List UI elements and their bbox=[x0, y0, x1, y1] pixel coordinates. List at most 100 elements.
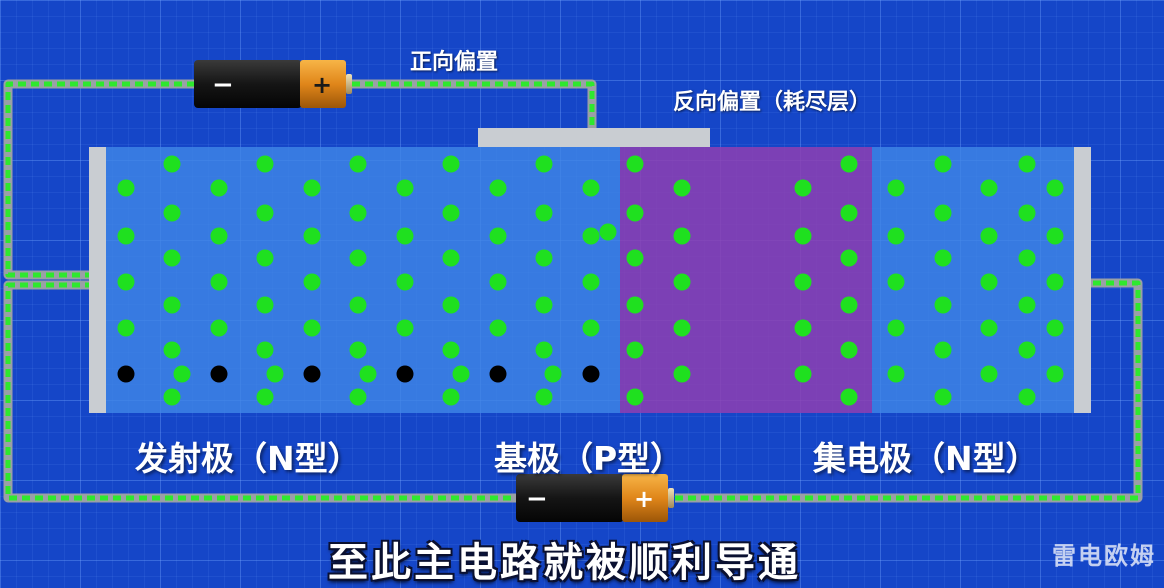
hole-dot bbox=[396, 365, 414, 383]
wire-top-loop-dash bbox=[5, 81, 595, 278]
electron-dot bbox=[1046, 227, 1064, 245]
electron-dot bbox=[887, 319, 905, 337]
electron-dot bbox=[489, 179, 507, 197]
electron-dot bbox=[442, 155, 460, 173]
circuit-wires bbox=[3, 79, 1143, 503]
electron-dot bbox=[173, 365, 191, 383]
electron-dot bbox=[1046, 273, 1064, 291]
electron-dot bbox=[303, 319, 321, 337]
electron-dot bbox=[1018, 155, 1036, 173]
electron-dot bbox=[256, 249, 274, 267]
electron-dot bbox=[673, 319, 691, 337]
electron-dot bbox=[442, 341, 460, 359]
electron-dot bbox=[210, 179, 228, 197]
electron-dot bbox=[396, 179, 414, 197]
electron-dot bbox=[256, 341, 274, 359]
electron-dot bbox=[794, 319, 812, 337]
electron-dot bbox=[442, 204, 460, 222]
electron-dots bbox=[117, 155, 1064, 406]
emitter-label: 发射极（N型） bbox=[135, 439, 361, 478]
hole-dot bbox=[210, 365, 228, 383]
electron-dot bbox=[626, 341, 644, 359]
electron-dot bbox=[535, 296, 553, 314]
electron-dot bbox=[1018, 341, 1036, 359]
electron-dot bbox=[163, 155, 181, 173]
electron-dot bbox=[163, 296, 181, 314]
electron-dot bbox=[163, 388, 181, 406]
electron-dot bbox=[794, 365, 812, 383]
electron-dot bbox=[535, 341, 553, 359]
electron-dot bbox=[349, 388, 367, 406]
base-depletion-region bbox=[620, 147, 872, 413]
electron-dot bbox=[442, 296, 460, 314]
battery-body bbox=[194, 60, 302, 108]
electron-dot bbox=[303, 273, 321, 291]
electron-dot bbox=[452, 365, 470, 383]
battery-cap bbox=[622, 474, 668, 522]
electron-dot bbox=[489, 273, 507, 291]
electron-dot bbox=[980, 179, 998, 197]
electron-dot bbox=[980, 227, 998, 245]
hole-dot bbox=[117, 365, 135, 383]
battery-negative-sign: − bbox=[526, 484, 548, 514]
electron-dot bbox=[934, 204, 952, 222]
electron-dot bbox=[887, 179, 905, 197]
electron-dot bbox=[840, 341, 858, 359]
transistor-diagram: − + − + bbox=[3, 60, 1143, 522]
electron-dot bbox=[582, 273, 600, 291]
electron-dot bbox=[349, 341, 367, 359]
forward-bias-label: 正向偏置 bbox=[410, 50, 499, 75]
electron-dot bbox=[673, 179, 691, 197]
electron-dot bbox=[626, 296, 644, 314]
electron-dot bbox=[256, 388, 274, 406]
electron-dot bbox=[626, 204, 644, 222]
electron-dot bbox=[887, 365, 905, 383]
collector-label: 集电极（N型） bbox=[813, 439, 1039, 478]
electron-dot bbox=[1046, 319, 1064, 337]
hole-dots bbox=[117, 365, 600, 383]
electron-dot bbox=[489, 319, 507, 337]
battery-terminal bbox=[668, 488, 674, 508]
electron-dot bbox=[266, 365, 284, 383]
electron-dot bbox=[626, 388, 644, 406]
electron-dot bbox=[934, 296, 952, 314]
electron-dot bbox=[934, 155, 952, 173]
electron-dot bbox=[396, 319, 414, 337]
electron-dot bbox=[794, 227, 812, 245]
electron-dot bbox=[582, 179, 600, 197]
electron-dot bbox=[163, 204, 181, 222]
electron-dot bbox=[673, 273, 691, 291]
electron-dot bbox=[934, 249, 952, 267]
electron-dot bbox=[396, 273, 414, 291]
electron-dot bbox=[349, 204, 367, 222]
electron-dot bbox=[117, 227, 135, 245]
electron-dot bbox=[349, 155, 367, 173]
reverse-bias-battery: − + bbox=[516, 474, 674, 522]
electron-dot bbox=[359, 365, 377, 383]
subtitle-caption: 至此主电路就被顺利导通 bbox=[328, 540, 801, 586]
collector-contact bbox=[1074, 147, 1091, 413]
electron-dot bbox=[794, 273, 812, 291]
electron-dot bbox=[1046, 365, 1064, 383]
electron-dot bbox=[980, 319, 998, 337]
hole-dot bbox=[489, 365, 507, 383]
electron-dot bbox=[887, 273, 905, 291]
electron-dot bbox=[117, 273, 135, 291]
battery-positive-sign: + bbox=[312, 71, 332, 99]
hole-dot bbox=[303, 365, 321, 383]
electron-dot bbox=[1018, 296, 1036, 314]
electron-dot bbox=[210, 319, 228, 337]
electron-dot bbox=[840, 296, 858, 314]
watermark: 雷电欧姆 bbox=[1052, 542, 1156, 570]
electron-dot bbox=[210, 273, 228, 291]
electron-dot bbox=[673, 365, 691, 383]
electron-dot bbox=[1018, 204, 1036, 222]
electron-dot bbox=[163, 249, 181, 267]
electron-dot bbox=[934, 388, 952, 406]
electron-dot bbox=[887, 227, 905, 245]
reverse-bias-label: 反向偏置（耗尽层） bbox=[673, 90, 872, 115]
electron-dot bbox=[840, 249, 858, 267]
electron-dot bbox=[442, 249, 460, 267]
electron-dot bbox=[582, 227, 600, 245]
electron-dot bbox=[934, 341, 952, 359]
